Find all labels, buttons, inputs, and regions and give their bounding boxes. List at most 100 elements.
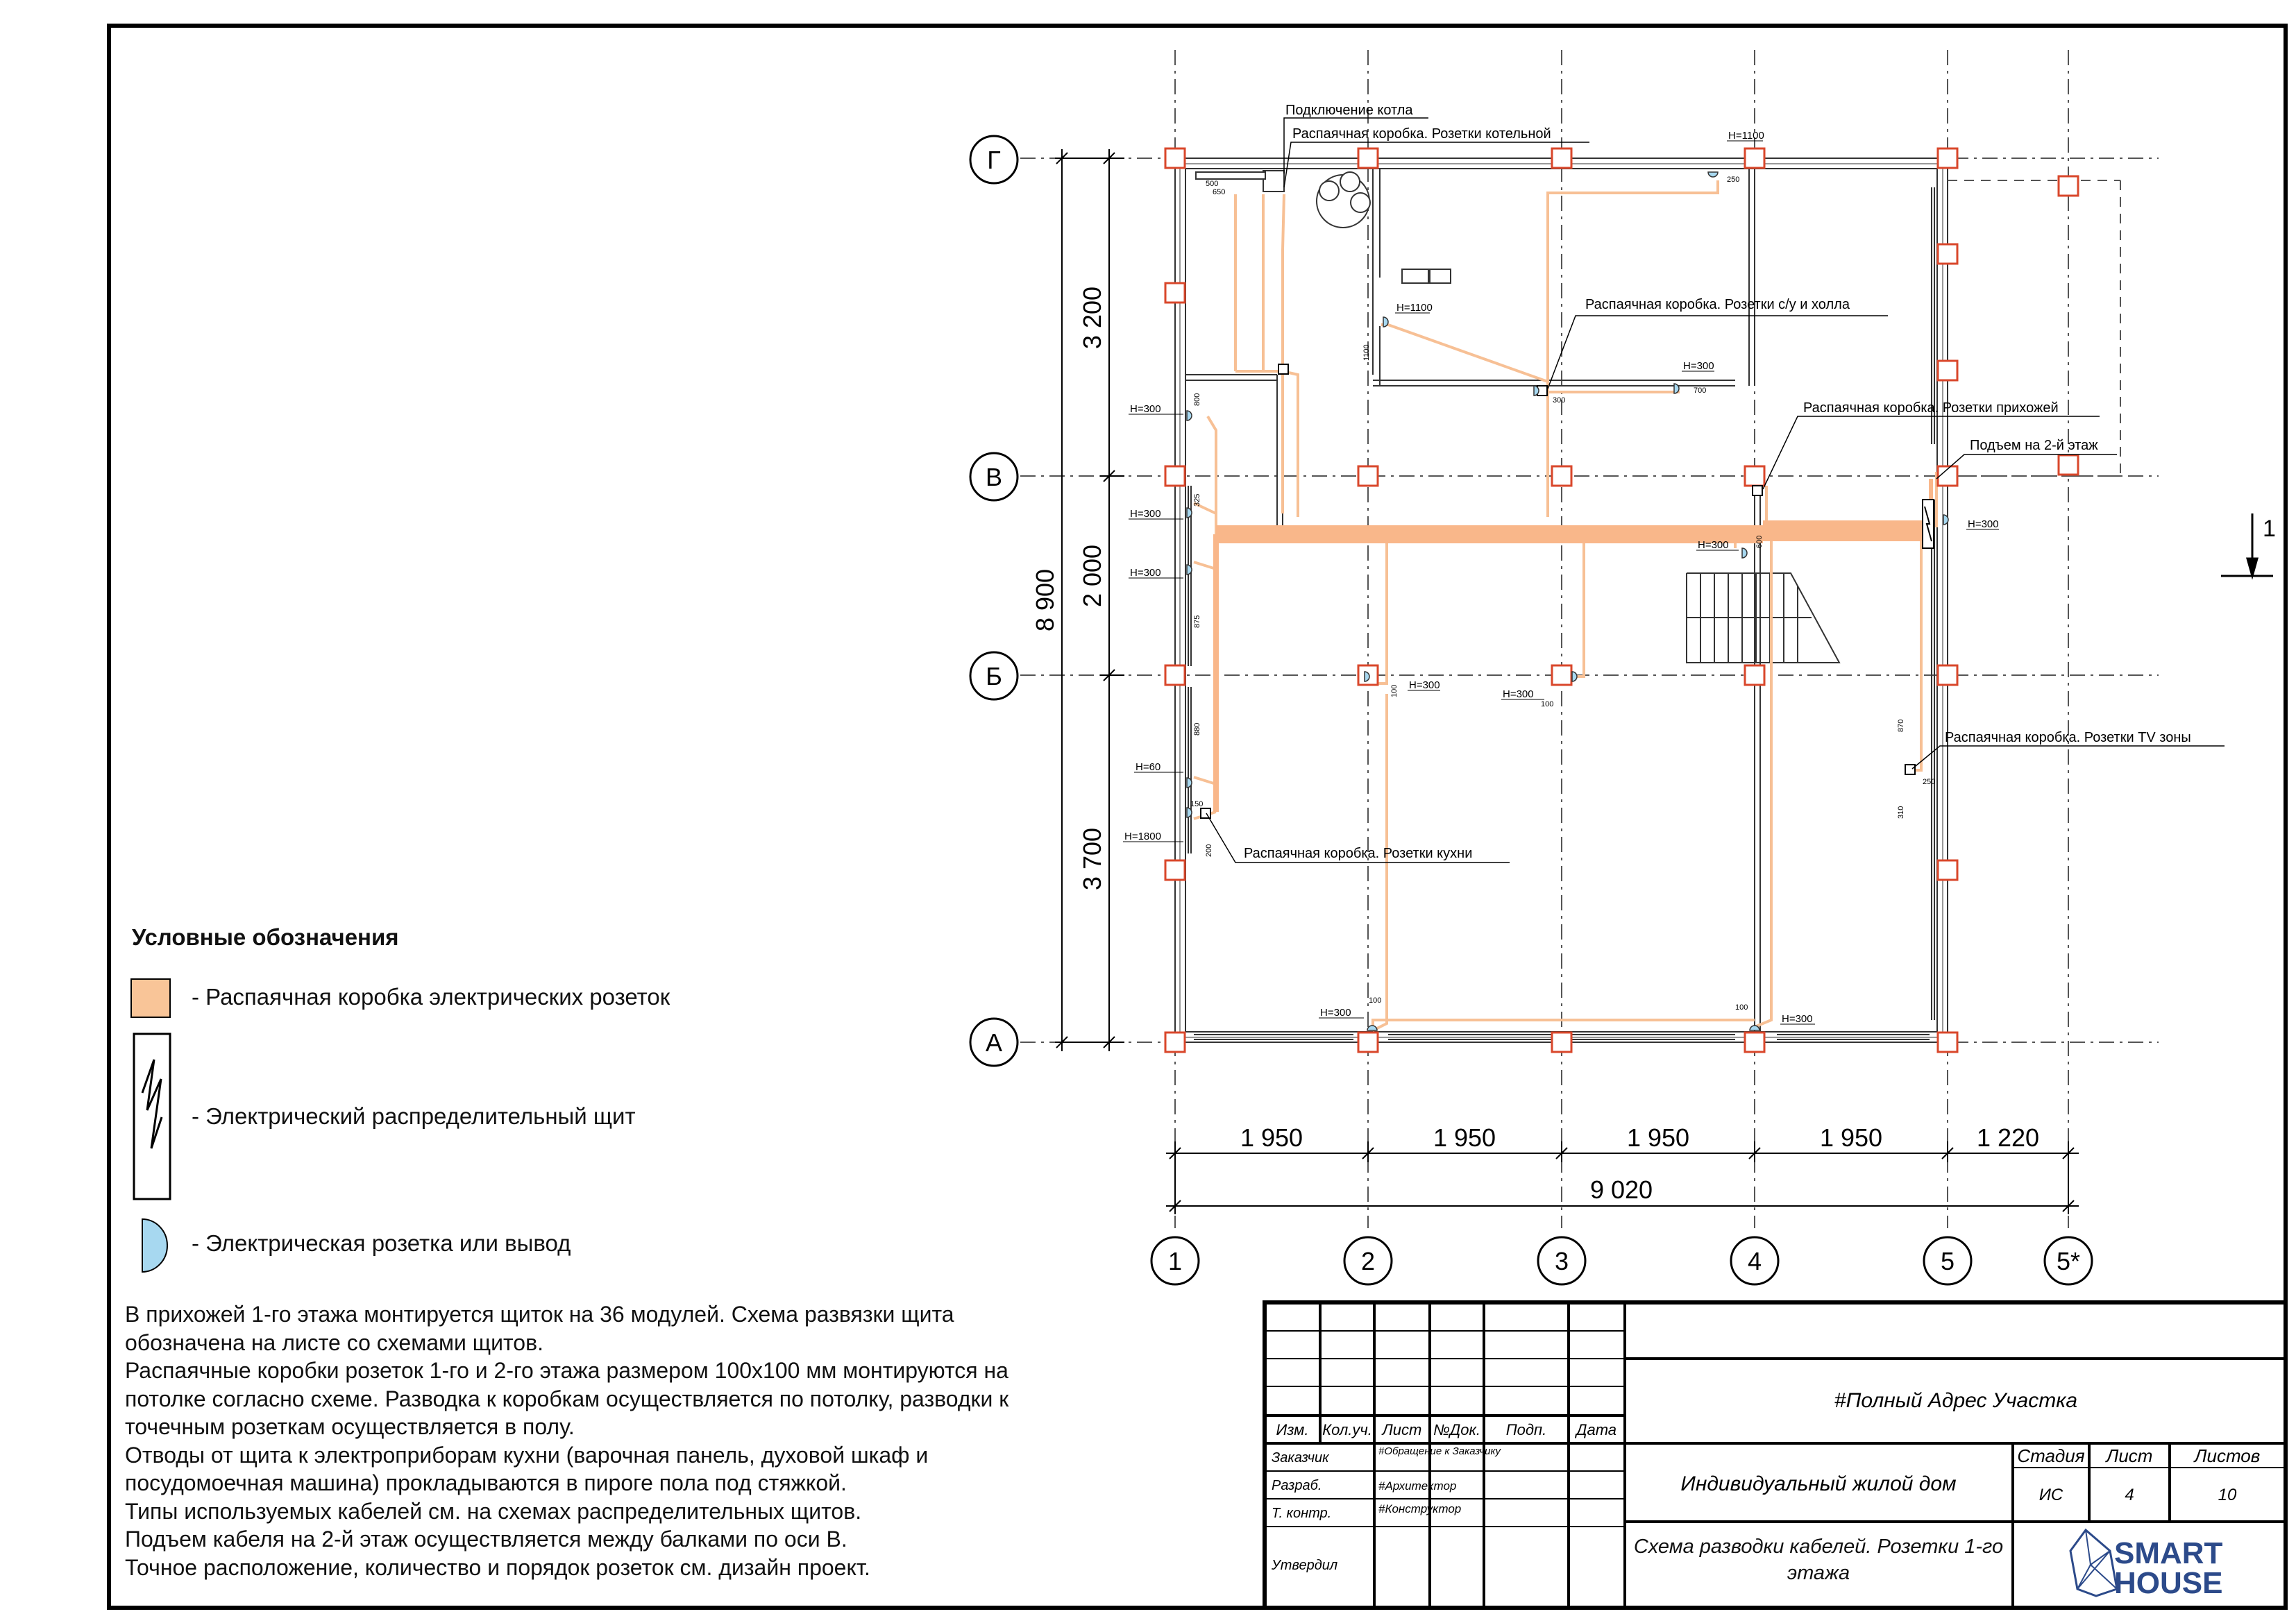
row-axis-markers: Г В Б А xyxy=(969,135,1019,1067)
small-dim-310: 310 xyxy=(1897,806,1905,819)
boiler-symbol xyxy=(1195,170,1451,284)
small-dim-300a: 300 xyxy=(1553,396,1565,405)
sheet-frame xyxy=(107,24,2288,1610)
height-h300-b3: H=300 xyxy=(1503,688,1534,700)
electrical-panel-symbol xyxy=(1922,499,1934,549)
small-dim-600: 600 xyxy=(1755,536,1764,548)
height-h300-hall: H=300 xyxy=(1683,360,1714,372)
callout-upstairs: Подъем на 2-й этаж xyxy=(1970,438,2098,453)
height-h1100-bath: H=1100 xyxy=(1396,302,1433,314)
tb-role-control: Т. контр. xyxy=(1272,1506,1331,1521)
small-dim-200: 200 xyxy=(1205,844,1213,857)
height-underlines xyxy=(1123,140,1999,1025)
dimension-values: 1 950 1 950 1 950 1 950 1 220 9 020 3 20… xyxy=(1031,287,2039,1204)
small-dim-100d: 100 xyxy=(1735,1003,1748,1012)
height-h300-bottom-right: H=300 xyxy=(1782,1013,1813,1025)
tb-header-data: Дата xyxy=(1574,1421,1617,1438)
axis-label-b: Б xyxy=(986,662,1002,690)
callout-texts: Подключение котла Распаячная коробка. Ро… xyxy=(1244,103,2191,861)
section-mark xyxy=(2221,513,2273,580)
staircase xyxy=(1686,572,1841,663)
callout-tv: Распаячная коробка. Розетки TV зоны xyxy=(1945,730,2191,745)
legend-socket-symbol xyxy=(142,1218,168,1273)
axis-label-v: В xyxy=(986,463,1002,491)
dim-total-x: 9 020 xyxy=(1590,1175,1653,1204)
tb-sheet: 4 xyxy=(2125,1486,2134,1504)
note-line: потолке согласно схеме. Разводка к короб… xyxy=(125,1386,1009,1411)
title-block-roles: Заказчик Разраб. Т. контр. Утвердил #Обр… xyxy=(1271,1445,1502,1573)
sockets xyxy=(1186,171,1949,1031)
title-block-lines xyxy=(1263,1300,2288,1610)
tb-address: #Полный Адрес Участка xyxy=(1834,1389,2077,1412)
note-line: посудомоечная машина) прокладываются в п… xyxy=(125,1470,847,1495)
upper-outline xyxy=(1948,180,2121,477)
callout-hallway: Распаячная коробка. Розетки прихожей xyxy=(1803,400,2059,416)
small-dim-150: 150 xyxy=(1190,800,1203,808)
dim-bottom-2: 1 950 xyxy=(1433,1123,1496,1152)
note-line: Отводы от щита к электроприборам кухни (… xyxy=(125,1442,929,1468)
small-dim-870: 870 xyxy=(1897,720,1905,732)
tb-role-developer: Разраб. xyxy=(1272,1478,1322,1493)
tb-sheets: 10 xyxy=(2218,1486,2237,1504)
main-cable-trunk xyxy=(1213,479,1933,812)
small-dim-880: 880 xyxy=(1193,723,1201,736)
tb-stage-label: Стадия xyxy=(2017,1445,2084,1466)
tb-name-customer: #Обращение к Заказчику xyxy=(1378,1445,1502,1457)
height-h300-stairs: H=300 xyxy=(1698,539,1729,551)
small-dim-800: 800 xyxy=(1193,393,1201,406)
smart-house-logo: SMART HOUSE xyxy=(2069,1528,2223,1600)
note-line: Подъем кабеля на 2-й этаж осуществляется… xyxy=(125,1527,847,1552)
leader-lines xyxy=(1206,117,2225,863)
small-dim-325: 325 xyxy=(1193,494,1201,507)
note-line: Точное расположение, количество и порядо… xyxy=(125,1554,870,1580)
legend-panel-symbol xyxy=(133,1033,171,1200)
tb-sheet-title: Схема разводки кабелей. Розетки 1-го эта… xyxy=(1633,1536,2004,1584)
tb-name-architect: #Архитектор xyxy=(1378,1479,1456,1493)
dim-left-2: 2 000 xyxy=(1078,545,1106,607)
small-dim-1100: 1100 xyxy=(1362,344,1371,361)
small-dim-100c: 100 xyxy=(1369,996,1381,1005)
legend-box-symbol xyxy=(130,978,171,1018)
tb-name-constructor: #Конструктор xyxy=(1378,1502,1461,1515)
height-h300-bottom-left: H=300 xyxy=(1320,1007,1351,1019)
height-h1100-top: H=1100 xyxy=(1728,130,1764,142)
note-line: В прихожей 1-го этажа монтируется щиток … xyxy=(125,1302,954,1327)
callout-boiler: Подключение котла xyxy=(1285,103,1413,118)
axis-label-a: А xyxy=(986,1028,1002,1057)
small-dim-875: 875 xyxy=(1193,615,1201,628)
small-dim-650: 650 xyxy=(1213,188,1225,196)
note-line: обозначена на листе со схемами щитов. xyxy=(125,1329,543,1355)
title-block-main: #Полный Адрес Участка Индивидуальный жил… xyxy=(1680,1389,2260,1504)
legend-panel-label: - Электрический распределительный щит xyxy=(192,1103,636,1129)
callout-bath-hall: Распаячная коробка. Розетки с/у и холла xyxy=(1585,297,1850,312)
height-h300-right: H=300 xyxy=(1968,518,1999,530)
legend-title: Условные обозначения xyxy=(132,924,399,950)
dim-bottom-1: 1 950 xyxy=(1240,1123,1303,1152)
tb-project: Индивидуальный жилой дом xyxy=(1680,1472,1956,1495)
height-h300-left2: H=300 xyxy=(1130,508,1161,520)
axis-label-3: 3 xyxy=(1555,1247,1569,1275)
logo-smart: SMART xyxy=(2114,1536,2223,1570)
tb-role-customer: Заказчик xyxy=(1272,1450,1330,1465)
note-line: Распаячные коробки розеток 1-го и 2-го э… xyxy=(125,1358,1008,1383)
callout-boiler-room: Распаячная коробка. Розетки котельной xyxy=(1292,126,1551,142)
legend-socket-label: - Электрическая розетка или вывод xyxy=(192,1230,571,1256)
tb-header-podp: Подп. xyxy=(1506,1421,1547,1438)
dimension-lines xyxy=(1055,149,2079,1214)
junction-boxes xyxy=(1200,364,1916,819)
tb-header-doc: №Док. xyxy=(1433,1421,1480,1438)
tb-sheet-label: Лист xyxy=(2105,1445,2153,1466)
axis-label-5-star: 5* xyxy=(2057,1247,2080,1275)
height-h300-left3: H=300 xyxy=(1130,567,1161,579)
notes: В прихожей 1-го этажа монтируется щиток … xyxy=(125,1300,1208,1581)
tb-stage: ИС xyxy=(2039,1486,2063,1504)
tb-header-list: Лист xyxy=(1381,1421,1422,1438)
tb-sheets-label: Листов xyxy=(2193,1445,2261,1466)
structural-columns xyxy=(1164,147,2079,1053)
logo-house: HOUSE xyxy=(2114,1566,2222,1600)
small-dim-250: 250 xyxy=(1727,176,1739,184)
axis-label-5: 5 xyxy=(1941,1247,1955,1275)
small-dim-100b: 100 xyxy=(1541,700,1553,708)
dim-total-y: 8 900 xyxy=(1031,569,1059,631)
